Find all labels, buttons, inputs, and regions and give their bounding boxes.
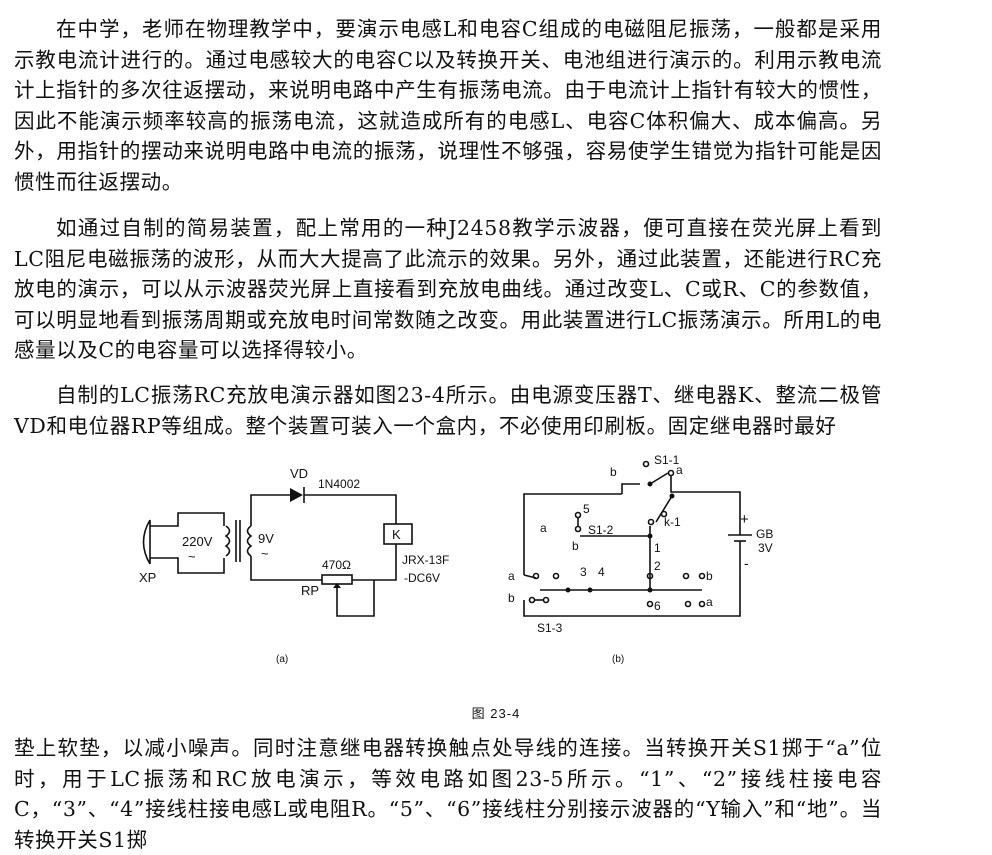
- label-3v: 3V: [758, 541, 773, 555]
- label-tilde: ~: [188, 549, 196, 564]
- relay-coil-k: [383, 523, 413, 545]
- transformer-secondary: [246, 525, 253, 557]
- label-220v: 220V: [182, 534, 213, 549]
- label-6: 6: [654, 599, 661, 613]
- potentiometer-rp: [321, 574, 353, 585]
- label-dc6v: -DC6V: [404, 571, 440, 585]
- label-b-3: b: [508, 591, 515, 605]
- label-s1-1: S1-1: [654, 453, 680, 467]
- label-a-3: a: [508, 569, 515, 583]
- label-s1-3: S1-3: [537, 621, 563, 635]
- label-k: K: [392, 527, 401, 542]
- label-1n4002: 1N4002: [318, 477, 360, 491]
- label-a-4: a: [706, 595, 713, 609]
- battery-gb: [728, 534, 752, 570]
- label-a-1: a: [676, 463, 683, 477]
- sublabel-a: (a): [276, 654, 288, 665]
- sublabel-b: (b): [612, 654, 624, 665]
- label-b-4: b: [706, 569, 713, 583]
- label-xp: XP: [139, 570, 156, 585]
- circuit-b: b S1-1 a k-1 5 a S1-2 b 1 2 3 4 6 a b b …: [508, 453, 773, 665]
- label-k-1: k-1: [664, 515, 681, 529]
- paragraph-intro: 在中学，老师在物理教学中，要演示电感L和电容C组成的电磁阻尼振荡，一般都是采用示…: [14, 17, 882, 194]
- label-3: 3: [580, 565, 587, 579]
- paragraph-oscilloscope: 如通过自制的简易装置，配上常用的一种J2458教学示波器，便可直接在荧光屏上看到…: [14, 216, 882, 363]
- paragraph-device: 自制的LC振荡RC充放电演示器如图23-4所示。由电源变压器T、继电器K、整流二…: [14, 383, 882, 438]
- label-gb: GB: [756, 527, 773, 541]
- paragraph-continued: 垫上软垫，以减小噪声。同时注意继电器转换触点处导线的连接。当转换开关S1掷于“a…: [14, 736, 882, 852]
- transformer-primary: [224, 525, 231, 557]
- label-s1-2: S1-2: [588, 523, 614, 537]
- label-4: 4: [598, 565, 605, 579]
- label-1: 1: [654, 541, 661, 555]
- label-tilde-2: ~: [261, 546, 269, 561]
- figure-caption: 图 23-4: [471, 706, 521, 721]
- label-a-2: a: [540, 521, 547, 535]
- plug-icon: [142, 519, 156, 565]
- rp-wiper: [336, 580, 375, 617]
- circuit-a: XP 220V ~ 9V ~ VD 1N4002 K JRX-13F -DC6V…: [139, 466, 449, 665]
- label-jrx: JRX-13F: [402, 553, 449, 567]
- circuit-figure: XP 220V ~ 9V ~ VD 1N4002 K JRX-13F -DC6V…: [139, 453, 773, 665]
- label-minus: -: [744, 555, 749, 571]
- label-b-1: b: [610, 465, 617, 479]
- label-5: 5: [583, 502, 590, 516]
- label-b-2: b: [572, 539, 579, 553]
- label-9v: 9V: [258, 531, 274, 546]
- label-470: 470Ω: [322, 558, 351, 572]
- label-rp: RP: [301, 583, 319, 598]
- label-vd: VD: [290, 466, 308, 481]
- label-2: 2: [654, 559, 661, 573]
- label-plus: +: [740, 511, 749, 528]
- diode-vd: [290, 487, 305, 503]
